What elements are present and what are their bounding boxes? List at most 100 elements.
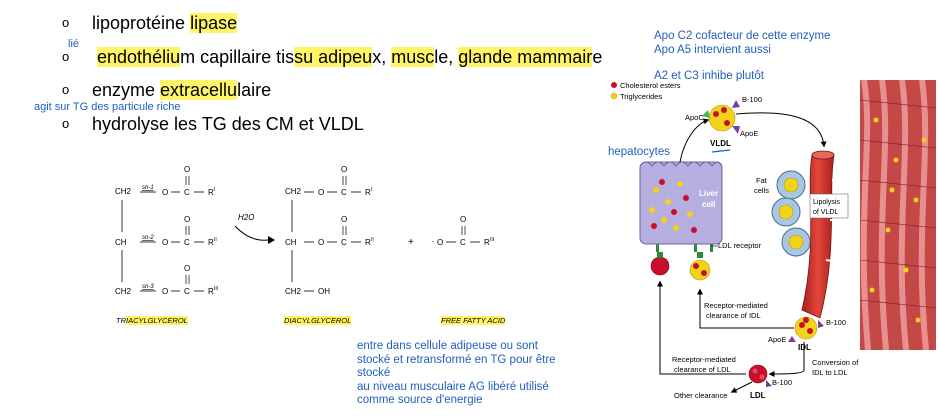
bullet-text: enzyme — [92, 80, 161, 100]
rm-ldl-label: Receptor-mediated — [672, 355, 736, 364]
bullet-marker: o — [62, 116, 70, 131]
sn1-label: sn-1 — [142, 185, 154, 191]
bullet-marker: o — [62, 15, 70, 30]
c-label: C — [184, 238, 190, 247]
ldl-receptor-label: LDL receptor — [718, 241, 762, 250]
rm-idl-label: Receptor-mediated — [704, 301, 768, 310]
highlight-text: glande mammair — [458, 47, 593, 67]
o-label: O — [318, 188, 324, 197]
ldl-particle — [748, 364, 772, 387]
r-index: II — [214, 237, 217, 243]
o-label: O — [460, 215, 466, 224]
vldl-underline — [711, 149, 731, 153]
o-label: O — [184, 215, 190, 224]
conversion-label: Conversion of — [812, 358, 859, 367]
other-clearance-label: Other clearance — [674, 391, 727, 400]
highlight-text: endothéliu — [97, 47, 181, 67]
bullet-text: e — [592, 47, 603, 67]
note-line: stocké — [357, 367, 391, 379]
c-label: C — [341, 188, 347, 197]
lipolysis-text-2: of VLDL — [813, 209, 838, 216]
o-label: O — [162, 188, 168, 197]
diacylglycerol-label: DIACYLGLYCEROL — [284, 316, 352, 325]
vldl-particle — [702, 100, 740, 134]
ch2-label: CH2 — [115, 287, 132, 296]
lipolysis-label: Lipolysis of VLDL — [809, 193, 849, 219]
b100-label: B-100 — [826, 318, 846, 327]
note-line: stocké et retransformé en TG pour être — [357, 353, 556, 366]
diacylglycerol-structure: CH2 O C O R I CH O C O R II CH2 — [285, 165, 374, 296]
c-label: C — [341, 238, 347, 247]
bullet-marker: o — [62, 49, 70, 64]
cell-label: cell — [702, 200, 715, 209]
lipolysis-text: Lipolysis — [813, 199, 840, 206]
bullet-text: lipoprotéine — [92, 13, 191, 33]
bullet-extracellular-enzyme: o enzyme extracellulaire — [62, 79, 271, 101]
hydrolysis-reaction-scheme: CH2 sn-1 O C O R I CH sn-2 O C O R II — [115, 165, 494, 296]
bullet-text: hydrolyse les TG des CM et VLDL — [92, 114, 364, 134]
legend-cholesterol: Cholesterol esters — [620, 81, 681, 90]
r-label: R — [484, 238, 490, 247]
o-label: O — [162, 238, 168, 247]
o-label: O — [184, 264, 190, 273]
muscle-tissue — [859, 80, 936, 351]
ch2-label: CH2 — [115, 187, 132, 196]
a2-c3-note: A2 et C3 inhibe plutôt — [654, 70, 764, 82]
note-line: Apo C2 cofacteur de cette enzyme — [654, 30, 831, 42]
highlight-text: extracellu — [160, 80, 238, 100]
note-line: Apo A5 intervient aussi — [654, 43, 771, 56]
triglyceride-dot-icon — [610, 92, 618, 100]
bullet-text: m capillaire tis — [180, 47, 295, 67]
bullet-text: laire — [237, 80, 272, 100]
fat-cells-label-2: cells — [754, 186, 769, 195]
lipolysis-arrows — [825, 170, 861, 270]
liver-cell: Liver cell — [639, 161, 723, 252]
r-index: III — [490, 237, 494, 243]
ch2-label: CH2 — [285, 287, 302, 296]
liver-to-vldl-arrow — [679, 118, 710, 163]
ch2-label: CH2 — [285, 187, 302, 196]
reaction-arrow: H2O — [234, 213, 275, 244]
ch-label: CH — [285, 238, 297, 247]
r-index: I — [214, 187, 215, 193]
o-label: O — [341, 215, 347, 224]
conversion-label-2: IDL to LDL — [812, 368, 848, 377]
fat-cells: Fat cells — [754, 170, 811, 257]
c-label: C — [184, 188, 190, 197]
free-fatty-acid-label: FREE FATTY ACID — [441, 316, 506, 325]
o-label: O — [184, 165, 190, 174]
rm-idl-label-2: clearance of IDL — [706, 311, 761, 320]
triacylglycerol-label: TRIACYLGLYCEROL — [116, 316, 188, 325]
r-index: II — [371, 237, 374, 243]
hepatocytes-label: hepatocytes — [608, 146, 671, 158]
lipoprotein-metabolism-diagram: Cholesterol esters Triglycerides — [610, 80, 936, 400]
triacylglycerol-structure: CH2 sn-1 O C O R I CH sn-2 O C O R II — [115, 165, 218, 296]
liver-label: Liver — [699, 189, 718, 198]
bullet-marker: o — [62, 82, 70, 97]
b100-label: B-100 — [742, 95, 762, 104]
sn3-label: sn-3 — [142, 284, 154, 290]
other-clearance-arrow — [730, 381, 753, 393]
r-index: I — [371, 187, 372, 193]
highlight-text: su adipeu — [294, 47, 373, 67]
apoe-label: ApoE — [768, 335, 786, 344]
o-label: O — [318, 238, 324, 247]
idl-clearance-arrow — [697, 288, 794, 329]
oh-label: OH — [318, 287, 330, 296]
idl-to-ldl-arrow — [768, 342, 805, 377]
r-label: R — [208, 287, 214, 296]
bullet-lipoprotein-lipase: o lipoprotéine lipase — [62, 12, 238, 34]
note-line: comme source d'energie — [357, 394, 483, 406]
plus-sign: + — [408, 237, 414, 248]
apoe-label: ApoE — [740, 129, 758, 138]
r-label: R — [208, 238, 214, 247]
r-label: R — [365, 238, 371, 247]
cholesterol-dot-icon — [611, 82, 617, 88]
o-label: O — [162, 287, 168, 296]
c-label: C — [460, 238, 466, 247]
vldl-label: VLDL — [710, 139, 731, 148]
highlight-text: lipase — [190, 13, 238, 33]
o-label: O — [341, 165, 347, 174]
legend-triglycerides: Triglycerides — [620, 92, 662, 101]
